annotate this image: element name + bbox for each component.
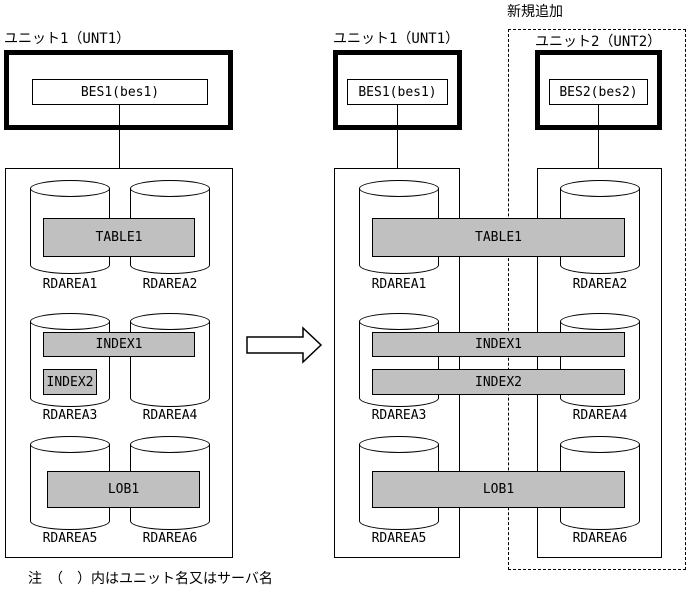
after-index1-bar: INDEX1 [372,332,625,357]
after-index2-bar: INDEX2 [372,369,625,395]
after-rdarea1-label: RDAREA1 [371,277,427,292]
before-rdarea5-label: RDAREA5 [42,531,98,546]
after-unit2-label: ユニット2（UNT2） [535,34,662,50]
arrow-right-icon [246,326,323,364]
before-rdarea4-cylinder-icon [130,313,210,407]
before-rdarea3-label: RDAREA3 [42,408,98,423]
before-rdarea4-label: RDAREA4 [142,408,198,423]
before-lob1-bar: LOB1 [47,471,200,508]
after-rdarea4-label: RDAREA4 [572,408,628,423]
after-bes2-server-box: BES2(bes2) [549,79,648,105]
after-lob1-bar: LOB1 [372,471,625,508]
after-rdarea3-label: RDAREA3 [371,408,427,423]
after-rdarea5-label: RDAREA5 [371,531,427,546]
new-addition-label: 新規追加 [507,4,563,20]
before-unit1-label: ユニット1（UNT1） [4,31,131,47]
after-rdarea2-label: RDAREA2 [572,277,628,292]
after-bes1-connector-line [397,105,398,168]
before-rdarea2-label: RDAREA2 [142,277,198,292]
after-bes1-server-box: BES1(bes1) [347,79,448,105]
before-bes1-server-box: BES1(bes1) [32,79,208,105]
after-bes2-connector-line [598,105,599,168]
before-rdarea1-label: RDAREA1 [42,277,98,292]
before-rdarea6-label: RDAREA6 [142,531,198,546]
before-table1-bar: TABLE1 [43,218,195,257]
after-rdarea6-label: RDAREA6 [572,531,628,546]
after-unit1-label: ユニット1（UNT1） [333,31,460,47]
after-table1-bar: TABLE1 [372,218,625,257]
before-index2-bar: INDEX2 [43,369,97,395]
before-index1-bar: INDEX1 [43,332,195,357]
before-bes1-connector-line [119,105,120,168]
footnote: 注 （ ）内はユニット名又はサーバ名 [28,571,273,587]
